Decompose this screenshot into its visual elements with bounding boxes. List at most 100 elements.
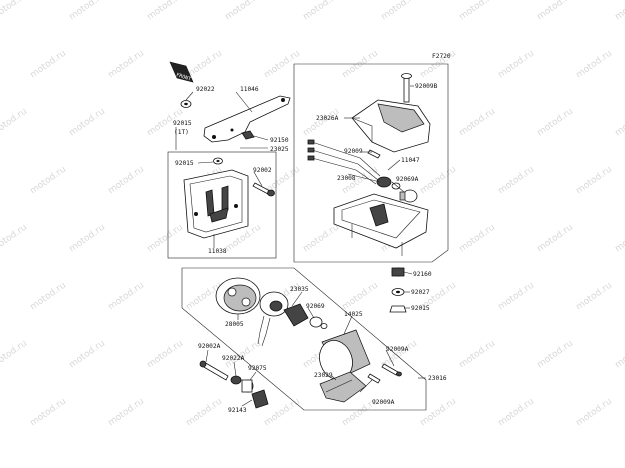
license-plate-holder-11038	[183, 169, 249, 239]
watermark-text: motod.ru	[457, 339, 497, 371]
watermark-text: motod.ru	[0, 223, 29, 255]
label-92075: 92075	[248, 365, 267, 372]
watermark-text: motod.ru	[457, 0, 497, 22]
label-92009B: 92009B	[415, 83, 438, 90]
watermark-text: motod.ru	[301, 107, 341, 139]
watermark-text: motod.ru	[0, 107, 29, 139]
watermark-text: motod.ru	[535, 339, 575, 371]
watermark-text: motod.ru	[418, 165, 458, 197]
screw-92009A-top	[381, 363, 402, 377]
washer-92027	[391, 288, 405, 296]
washer-92022	[180, 100, 192, 108]
watermark-text: motod.ru	[145, 223, 185, 255]
label-92143: 92143	[228, 407, 247, 414]
label-14025: 14025	[344, 311, 363, 318]
label-92002A: 92002A	[198, 343, 221, 350]
washer-92022A	[230, 375, 242, 385]
watermark-text: motod.ru	[574, 165, 614, 197]
nut-92150	[241, 130, 255, 140]
label-92015-right: 92015	[411, 305, 430, 312]
watermark-text: motod.ru	[535, 107, 575, 139]
screw-92009A-bottom	[367, 373, 381, 384]
label-92022: 92022	[196, 86, 215, 93]
watermark-text: motod.ru	[67, 0, 107, 22]
spacer-92143	[251, 389, 269, 409]
bulb-socket	[257, 291, 289, 347]
watermark-text: motod.ru	[28, 49, 68, 81]
watermark-text: motod.ru	[145, 0, 185, 22]
watermark-text: motod.ru	[301, 223, 341, 255]
watermark-text: motod.ru	[67, 107, 107, 139]
lamp-base-28005	[215, 277, 261, 315]
bracket-11046	[203, 95, 291, 143]
watermark-text: motod.ru	[613, 339, 625, 371]
bulb-92069	[309, 316, 328, 329]
washer-92015-mid	[213, 157, 223, 165]
holder-23035	[283, 303, 309, 327]
bolt-92002A	[199, 360, 229, 381]
watermark-text: motod.ru	[28, 165, 68, 197]
label-92002: 92002	[253, 167, 272, 174]
label-92015-mid: 92015	[175, 160, 194, 167]
watermark-text: motod.ru	[0, 0, 29, 22]
watermark-text: motod.ru	[340, 49, 380, 81]
leaders-bottom	[205, 291, 426, 407]
lamp-assembly-box	[181, 267, 427, 411]
label-23029: 23029	[314, 372, 333, 379]
label-23035: 23035	[290, 286, 309, 293]
watermark-text: motod.ru	[613, 223, 625, 255]
front-arrow-icon: FRONT	[169, 61, 194, 83]
watermark-text: motod.ru	[613, 0, 625, 22]
watermark-text: motod.ru	[67, 339, 107, 371]
leaders-left	[175, 91, 269, 248]
label-23008: 23008	[337, 175, 356, 182]
front-label: FRONT	[175, 72, 191, 82]
watermark-text: motod.ru	[496, 165, 536, 197]
watermark-text: motod.ru	[184, 397, 224, 429]
license-plate-box	[167, 151, 277, 259]
collar-92075	[241, 379, 254, 393]
watermark-text: motod.ru	[418, 397, 458, 429]
label-11047: 11047	[401, 157, 420, 164]
watermark-text: motod.ru	[340, 281, 380, 313]
label-92009A-top: 92009A	[386, 346, 409, 353]
watermark-text: motod.ru	[496, 281, 536, 313]
watermark-text: motod.ru	[262, 397, 302, 429]
watermark-text: motod.ru	[574, 49, 614, 81]
socket	[376, 176, 401, 190]
watermark-text: motod.ru	[496, 397, 536, 429]
housing-base	[333, 193, 429, 256]
label-92009: 92009	[344, 148, 363, 155]
watermark-text: motod.ru	[496, 49, 536, 81]
watermark-text: motod.ru	[535, 223, 575, 255]
watermark-text: motod.ru	[535, 0, 575, 22]
lens-23026A	[351, 99, 431, 153]
label-23026A: 23026A	[316, 115, 339, 122]
leaders-right	[344, 85, 414, 309]
grommet-92160	[391, 267, 405, 277]
label-92069A: 92069A	[396, 176, 419, 183]
label-28005: 28005	[225, 321, 244, 328]
label-92150: 92150	[270, 137, 289, 144]
watermark-text: motod.ru	[574, 397, 614, 429]
label-11038: 11038	[208, 248, 227, 255]
watermark-text: motod.ru	[0, 339, 29, 371]
label-11046: 11046	[240, 86, 259, 93]
watermark-text: motod.ru	[106, 281, 146, 313]
label-92022A: 92022A	[222, 355, 245, 362]
bulb-92069A	[399, 189, 418, 203]
watermark-text: motod.ru	[262, 49, 302, 81]
label-qty-1t: (1T)	[174, 129, 189, 136]
watermark-text: motod.ru	[301, 0, 341, 22]
cover-14025	[319, 329, 371, 380]
watermark-text: motod.ru	[67, 223, 107, 255]
figure-code: F2720	[432, 53, 451, 60]
watermark-text: motod.ru	[379, 0, 419, 22]
screw-92009	[367, 149, 381, 159]
label-92027: 92027	[411, 289, 430, 296]
nut-92015-right	[389, 305, 407, 313]
watermark-text: motod.ru	[457, 223, 497, 255]
watermark-text: motod.ru	[106, 397, 146, 429]
watermark-text: motod.ru	[574, 281, 614, 313]
